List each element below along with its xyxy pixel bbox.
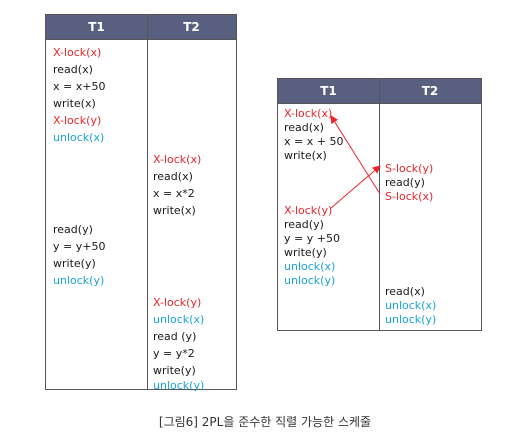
- op-t2-xlock-y: X-lock(y): [153, 296, 202, 309]
- op-t1-write-y: write(y): [284, 246, 327, 259]
- op-t2-compute-y: y = y*2: [153, 347, 195, 360]
- column-divider: [379, 79, 380, 330]
- op-t2-write-y: write(y): [153, 364, 196, 377]
- op-t1-compute-y: y = y+50: [53, 240, 106, 253]
- op-t1-write-x: write(x): [284, 149, 327, 162]
- op-t1-xlock-x: X-lock(x): [53, 46, 102, 59]
- op-t2-read-x: read(x): [153, 170, 193, 183]
- op-t1-xlock-x: X-lock(x): [284, 107, 333, 120]
- header-t2: T2: [379, 79, 481, 103]
- header-divider: [46, 39, 236, 40]
- op-t2-unlock-x: unlock(x): [153, 313, 205, 326]
- op-t2-slock-x: S-lock(x): [385, 190, 434, 203]
- op-t1-read-x: read(x): [284, 121, 324, 134]
- op-t2-read-x: read(x): [385, 285, 425, 298]
- op-t2-unlock-x: unlock(x): [385, 299, 437, 312]
- op-t1-read-x: read(x): [53, 63, 93, 76]
- op-t1-unlock-x: unlock(x): [53, 131, 105, 144]
- op-t1-write-y: write(y): [53, 257, 96, 270]
- op-t1-read-y: read(y): [284, 218, 324, 231]
- header-t1: T1: [278, 79, 379, 103]
- op-t1-unlock-y: unlock(y): [284, 274, 336, 287]
- op-t1-unlock-x: unlock(x): [284, 260, 336, 273]
- op-t2-write-x: write(x): [153, 204, 196, 217]
- op-t2-compute-x: x = x*2: [153, 187, 195, 200]
- figure-caption: [그림6] 2PL을 준수한 직렬 가능한 스케줄: [158, 415, 372, 429]
- op-t1-xlock-y: X-lock(y): [53, 114, 102, 127]
- header-t2: T2: [147, 15, 236, 39]
- op-t2-read-y: read (y): [153, 330, 197, 343]
- op-t1-compute-x: x = x+50: [53, 80, 106, 93]
- op-t1-unlock-y: unlock(y): [53, 274, 105, 287]
- op-t1-write-x: write(x): [53, 97, 96, 110]
- header-t1: T1: [46, 15, 147, 39]
- op-t2-slock-y: S-lock(y): [385, 162, 434, 175]
- op-t2-xlock-x: X-lock(x): [153, 153, 202, 166]
- op-t2-unlock-y: unlock(y): [385, 313, 437, 326]
- schedule-table-right: T1 T2 X-lock(x) read(x) x = x + 50 write…: [277, 78, 482, 331]
- op-t1-compute-x: x = x + 50: [284, 135, 344, 148]
- op-t2-unlock-y: unlock(y): [153, 379, 205, 392]
- op-t1-compute-y: y = y +50: [284, 232, 340, 245]
- column-divider: [147, 15, 148, 389]
- schedule-table-left: T1 T2 X-lock(x) read(x) x = x+50 write(x…: [45, 14, 237, 392]
- op-t1-xlock-y: X-lock(y): [284, 204, 333, 217]
- op-t2-read-y: read(y): [385, 176, 425, 189]
- op-t1-read-y: read(y): [53, 223, 93, 236]
